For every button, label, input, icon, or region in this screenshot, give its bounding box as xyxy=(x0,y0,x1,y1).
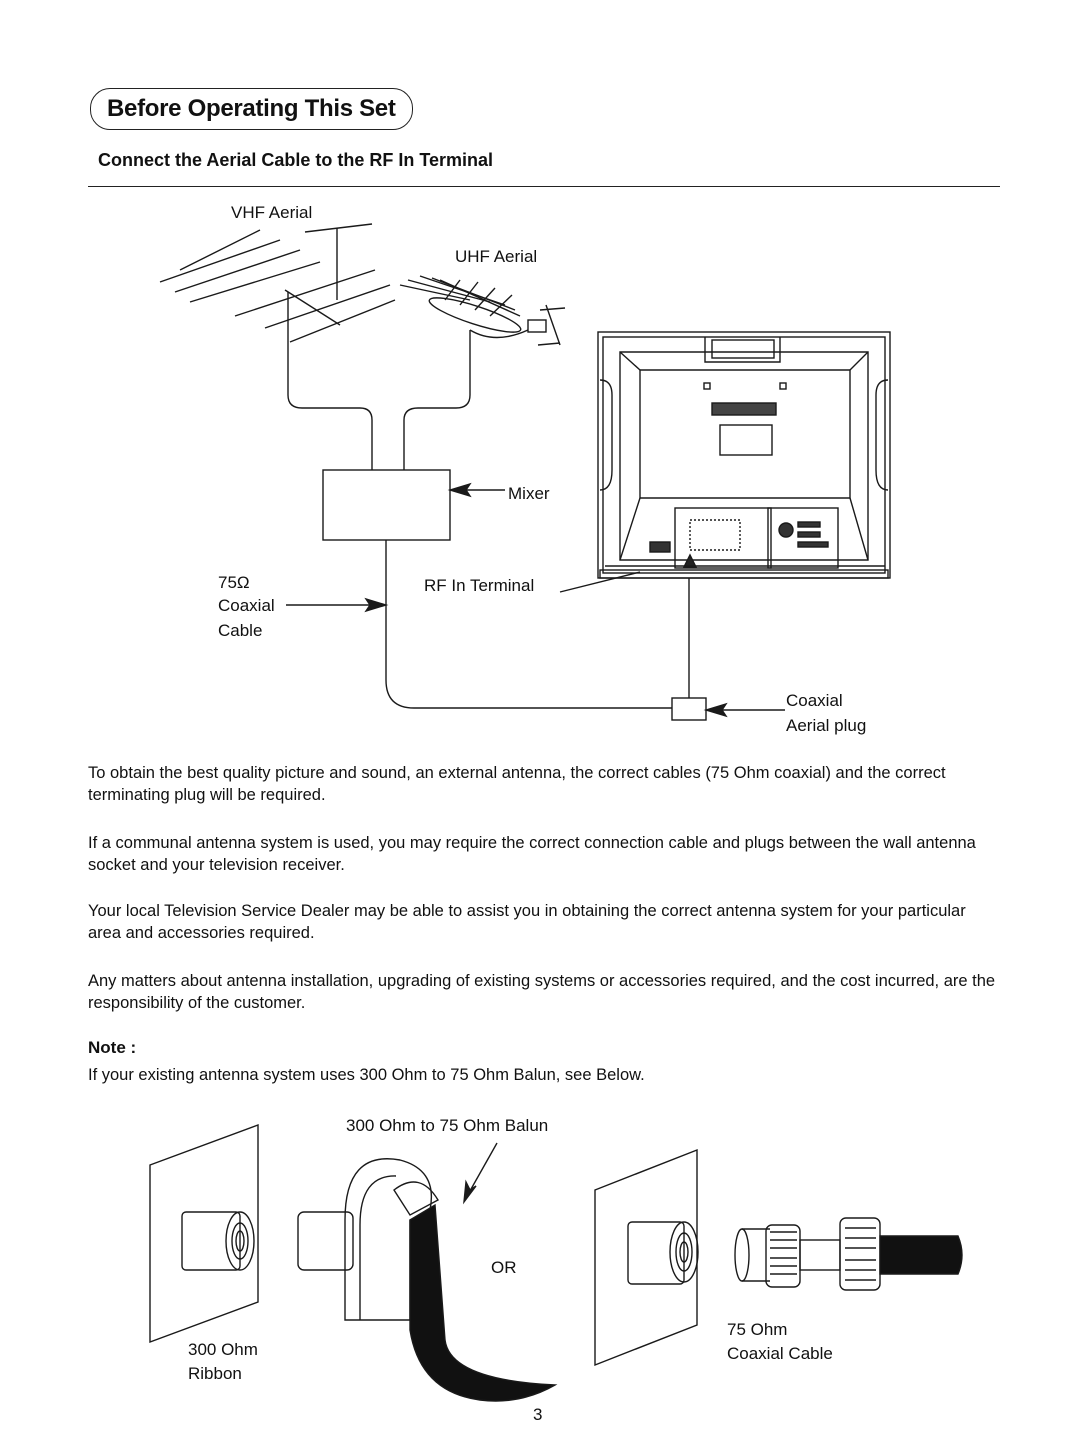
paragraph-2: If a communal antenna system is used, yo… xyxy=(88,834,976,874)
mixer-arrow xyxy=(447,482,505,498)
balun-label: 300 Ohm to 75 Ohm Balun xyxy=(346,1116,549,1135)
coaxial-cable-arrow xyxy=(286,597,389,613)
coaxial-connector xyxy=(734,1217,963,1291)
or-label: OR xyxy=(491,1258,517,1277)
balun-pointer xyxy=(463,1142,498,1205)
divider xyxy=(88,186,1000,187)
coax-cable-label-1: 75 Ohm xyxy=(727,1320,788,1339)
coaxial-plug-label-1: Coaxial xyxy=(786,691,843,710)
tv-rear-illustration xyxy=(597,331,891,579)
paragraph-1: To obtain the best quality picture and s… xyxy=(88,764,946,804)
vhf-aerial-label: VHF Aerial xyxy=(231,203,313,222)
coaxial-plug-label-2: Aerial plug xyxy=(786,716,867,735)
right-wall-plate xyxy=(594,1148,699,1367)
ribbon-cable xyxy=(409,1203,558,1402)
note-heading: Note : xyxy=(88,1038,137,1057)
rf-terminal-label: RF In Terminal xyxy=(424,576,535,595)
ohm-label: 75Ω xyxy=(218,573,250,592)
coaxial-cable-line xyxy=(385,540,672,709)
coax-cable-label-2: Coaxial Cable xyxy=(727,1344,833,1363)
paragraph-4: Any matters about antenna installation, … xyxy=(88,972,996,1012)
note-text: If your existing antenna system uses 300… xyxy=(88,1066,645,1084)
vhf-aerial-illustration xyxy=(159,223,396,470)
uhf-aerial-illustration xyxy=(399,275,566,470)
subheading: Connect the Aerial Cable to the RF In Te… xyxy=(98,150,494,170)
paragraph-3: Your local Television Service Dealer may… xyxy=(88,902,966,942)
page-number: 3 xyxy=(533,1405,543,1424)
mixer-label: Mixer xyxy=(508,484,550,503)
ribbon-label-2: Ribbon xyxy=(188,1364,242,1383)
left-wall-plate xyxy=(149,1123,259,1344)
section-title: Before Operating This Set xyxy=(90,88,413,130)
coaxial-cable-label-2: Cable xyxy=(218,621,263,640)
aerial-connection-diagram xyxy=(159,223,891,721)
uhf-aerial-label: UHF Aerial xyxy=(455,247,538,266)
coaxial-plug-arrow xyxy=(703,702,785,718)
coaxial-cable-label-1: Coaxial xyxy=(218,596,275,615)
ribbon-label-1: 300 Ohm xyxy=(188,1340,258,1359)
balun-adapter xyxy=(297,1158,439,1321)
